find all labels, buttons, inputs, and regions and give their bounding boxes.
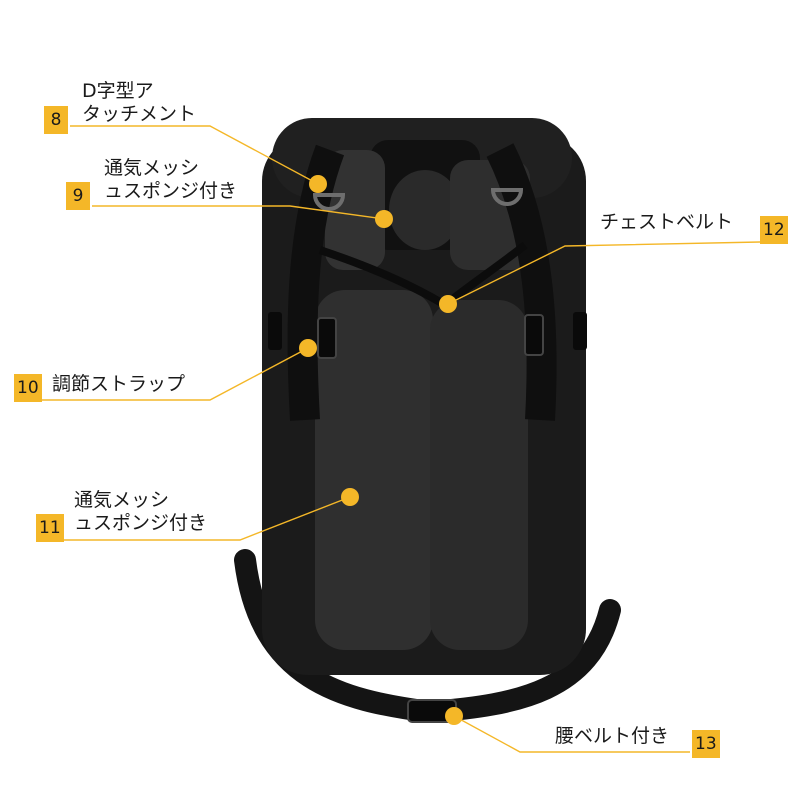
callout-12-marker (439, 295, 457, 313)
callout-8-line2: タッチメント (82, 103, 197, 125)
callout-11-line2: ュスポンジ付き (74, 512, 208, 534)
callout-13-number: 13 (692, 730, 720, 758)
callout-13-marker (445, 707, 463, 725)
callout-9-marker (375, 210, 393, 228)
callout-8-number: 8 (44, 106, 68, 134)
callout-11-number: 11 (36, 514, 64, 542)
callout-8-marker (309, 175, 327, 193)
callout-11-marker (341, 488, 359, 506)
callout-9-line2: ュスポンジ付き (104, 180, 238, 202)
callout-12-number: 12 (760, 216, 788, 244)
callout-9-number: 9 (66, 182, 90, 210)
callout-10-label: 調節ストラップ (52, 373, 186, 395)
callout-10-marker (299, 339, 317, 357)
callout-13-label: 腰ベルト付き (555, 725, 670, 747)
callout-10-number: 10 (14, 374, 42, 402)
callout-11-line1: 通気メッシ (74, 489, 170, 511)
callout-8-line1: D字型ア (82, 80, 154, 102)
callout-9-line1: 通気メッシ (104, 157, 200, 179)
callout-12-label: チェストベルト (600, 211, 734, 233)
